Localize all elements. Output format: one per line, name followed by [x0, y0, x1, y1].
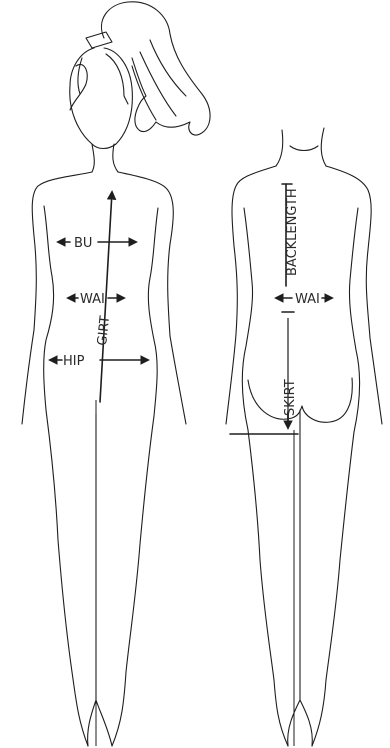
- back-length-label: BACKLENGTH: [285, 188, 300, 276]
- hair-clip: [86, 32, 112, 48]
- girth-label: GIRT: [95, 315, 113, 346]
- back-body-left-contour: [226, 166, 288, 746]
- hip-label: HIP: [63, 354, 85, 369]
- front-body-right-contour: [112, 172, 186, 746]
- bust-label: BU: [74, 236, 92, 251]
- waist-back-label: WAI: [295, 292, 320, 307]
- back-body-right-contour: [312, 166, 382, 746]
- waist-front-label: WAI: [80, 292, 105, 307]
- front-body-left-contour: [22, 172, 92, 746]
- front-head: [70, 48, 133, 149]
- back-figure: WAI BACKLENGTH SKIRT: [226, 128, 382, 746]
- front-figure: BU WAI HIP GIRT: [22, 2, 210, 746]
- skirt-label: SKIRT: [283, 379, 298, 416]
